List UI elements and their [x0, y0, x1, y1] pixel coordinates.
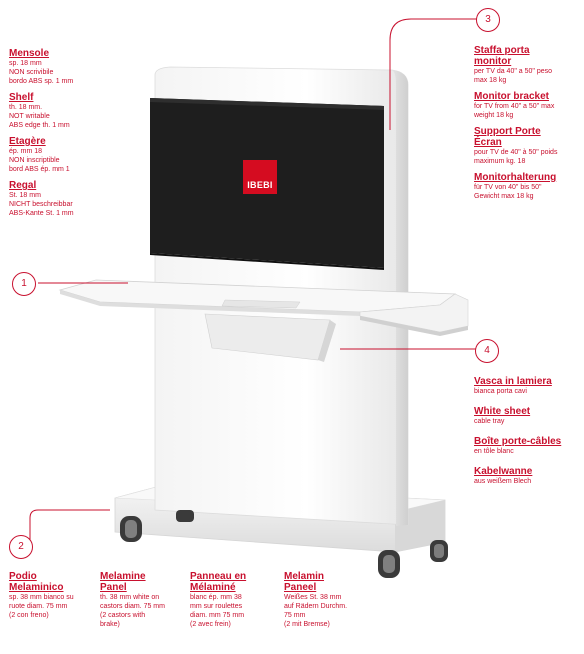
spec-title: Staffa porta: [474, 45, 530, 56]
spec-line: diam. mm 75 mm: [190, 612, 245, 619]
callout-4: 4: [475, 339, 499, 363]
spec-title: Support Porte: [474, 126, 541, 137]
spec-line: cable tray: [474, 418, 505, 425]
spec-line: auf Rädern Durchm.: [284, 603, 348, 610]
spec-line: Gewicht max 18 kg: [474, 193, 534, 200]
spec-title: Shelf: [9, 92, 34, 103]
spec-line: ép. mm 18: [9, 148, 43, 155]
spec-line: th. 18 mm.: [9, 104, 43, 111]
spec-line: NICHT beschreibbar: [9, 201, 73, 208]
spec-block: Monitor bracket for TV from 40" a 50" ma…: [474, 91, 582, 120]
spec-line: brake): [100, 621, 120, 628]
spec-block: White sheet cable tray: [474, 406, 582, 426]
bottom-spec-panneau: Panneau en Mélaminé blanc ép. mm 38 mm s…: [190, 571, 280, 629]
spec-line: 75 mm: [284, 612, 306, 619]
right-mid-column: Vasca in lamiera bianca porta cavi White…: [474, 376, 582, 486]
spec-title: Paneel: [284, 582, 317, 593]
spec-line: NON scrivibile: [9, 69, 54, 76]
ibebi-logo: IBEBI: [243, 160, 277, 194]
spec-line: (2 con freno): [9, 612, 49, 619]
spec-block: Regal St. 18 mm NICHT beschreibbar ABS-K…: [9, 180, 119, 218]
spec-line: per TV da 40" a 50" peso: [474, 68, 553, 75]
spec-line: castors diam. 75 mm: [100, 603, 165, 610]
spec-title: Écran: [474, 137, 502, 148]
callout-1: 1: [12, 272, 36, 296]
spec-title: monitor: [474, 56, 512, 67]
spec-block: Kabelwanne aus weißem Blech: [474, 466, 582, 486]
cable-tray: [204, 313, 336, 362]
spec-line: ruote diam. 75 mm: [9, 603, 68, 610]
spec-line: for TV from 40" a 50" max: [474, 103, 555, 110]
spec-line: weight 18 kg: [474, 112, 514, 119]
bottom-spec-podio: Podio Melaminico sp. 38 mm bianco su ruo…: [9, 571, 95, 620]
spec-line: blanc ép. mm 38: [190, 594, 242, 601]
spec-line: max 18 kg: [474, 77, 507, 84]
spec-block: Etagère ép. mm 18 NON inscriptible bord …: [9, 136, 119, 174]
spec-title: Panel: [100, 582, 127, 593]
desk-shelf: [58, 279, 469, 336]
bottom-spec-paneel: Melamin Paneel Weißes St. 38 mm auf Räde…: [284, 571, 380, 629]
spec-title: White sheet: [474, 406, 531, 417]
spec-line: ABS edge th. 1 mm: [9, 122, 70, 129]
spec-block: Shelf th. 18 mm. NOT writable ABS edge t…: [9, 92, 119, 130]
spec-line: bord ABS ép. mm 1: [9, 166, 70, 173]
spec-line: (2 avec frein): [190, 621, 231, 628]
spec-title: Kabelwanne: [474, 466, 533, 477]
spec-title: Boîte porte-câbles: [474, 436, 562, 447]
spec-line: bianca porta cavi: [474, 388, 527, 395]
callout-2: 2: [9, 535, 33, 559]
spec-block: Monitorhalterung für TV von 40" bis 50" …: [474, 172, 582, 201]
spec-block: Staffa porta monitor per TV da 40" a 50"…: [474, 45, 582, 85]
spec-line: für TV von 40" bis 50": [474, 184, 542, 191]
spec-line: (2 castors with: [100, 612, 146, 619]
spec-title: Vasca in lamiera: [474, 376, 552, 387]
spec-title: Regal: [9, 180, 37, 191]
spec-line: NOT writable: [9, 113, 50, 120]
spec-block: Boîte porte-câbles en tôle blanc: [474, 436, 582, 456]
spec-title: Mensole: [9, 48, 50, 59]
spec-line: NON inscriptible: [9, 157, 60, 164]
spec-line: aus weißem Blech: [474, 478, 532, 485]
spec-block: Mensole sp. 18 mm NON scrivibile bordo A…: [9, 48, 119, 86]
right-top-column: Staffa porta monitor per TV da 40" a 50"…: [474, 45, 582, 201]
spec-title: Melaminico: [9, 582, 64, 593]
spec-title: Monitor bracket: [474, 91, 550, 102]
spec-line: mm sur roulettes: [190, 603, 243, 610]
bottom-spec-melamine: Melamine Panel th. 38 mm white on castor…: [100, 571, 186, 629]
spec-line: bordo ABS sp. 1 mm: [9, 78, 74, 85]
wheels: [120, 510, 448, 578]
spec-line: sp. 38 mm bianco su: [9, 594, 74, 601]
spec-title: Panneau en: [190, 571, 247, 582]
spec-line: en tôle blanc: [474, 448, 514, 455]
spec-line: sp. 18 mm: [9, 60, 42, 67]
spec-title: Etagère: [9, 136, 46, 147]
spec-line: St. 18 mm: [9, 192, 41, 199]
spec-line: th. 38 mm white on: [100, 594, 160, 601]
leader-lines: [29, 18, 478, 540]
spec-line: (2 mit Bremse): [284, 621, 330, 628]
spec-line: pour TV de 40" à 50" poids: [474, 149, 558, 156]
spec-block: Vasca in lamiera bianca porta cavi: [474, 376, 582, 396]
spec-title: Monitorhalterung: [474, 172, 557, 183]
spec-line: Weißes St. 38 mm: [284, 594, 342, 601]
spec-line: maximum kg. 18: [474, 158, 526, 165]
spec-title: Mélaminé: [190, 582, 236, 593]
spec-line: ABS-Kante St. 1 mm: [9, 210, 74, 217]
spec-title: Melamin: [284, 571, 325, 582]
left-column: Mensole sp. 18 mm NON scrivibile bordo A…: [9, 48, 119, 218]
spec-title: Melamine: [100, 571, 146, 582]
callout-3: 3: [476, 8, 500, 32]
spec-block: Support Porte Écran pour TV de 40" à 50"…: [474, 126, 582, 166]
spec-title: Podio: [9, 571, 37, 582]
